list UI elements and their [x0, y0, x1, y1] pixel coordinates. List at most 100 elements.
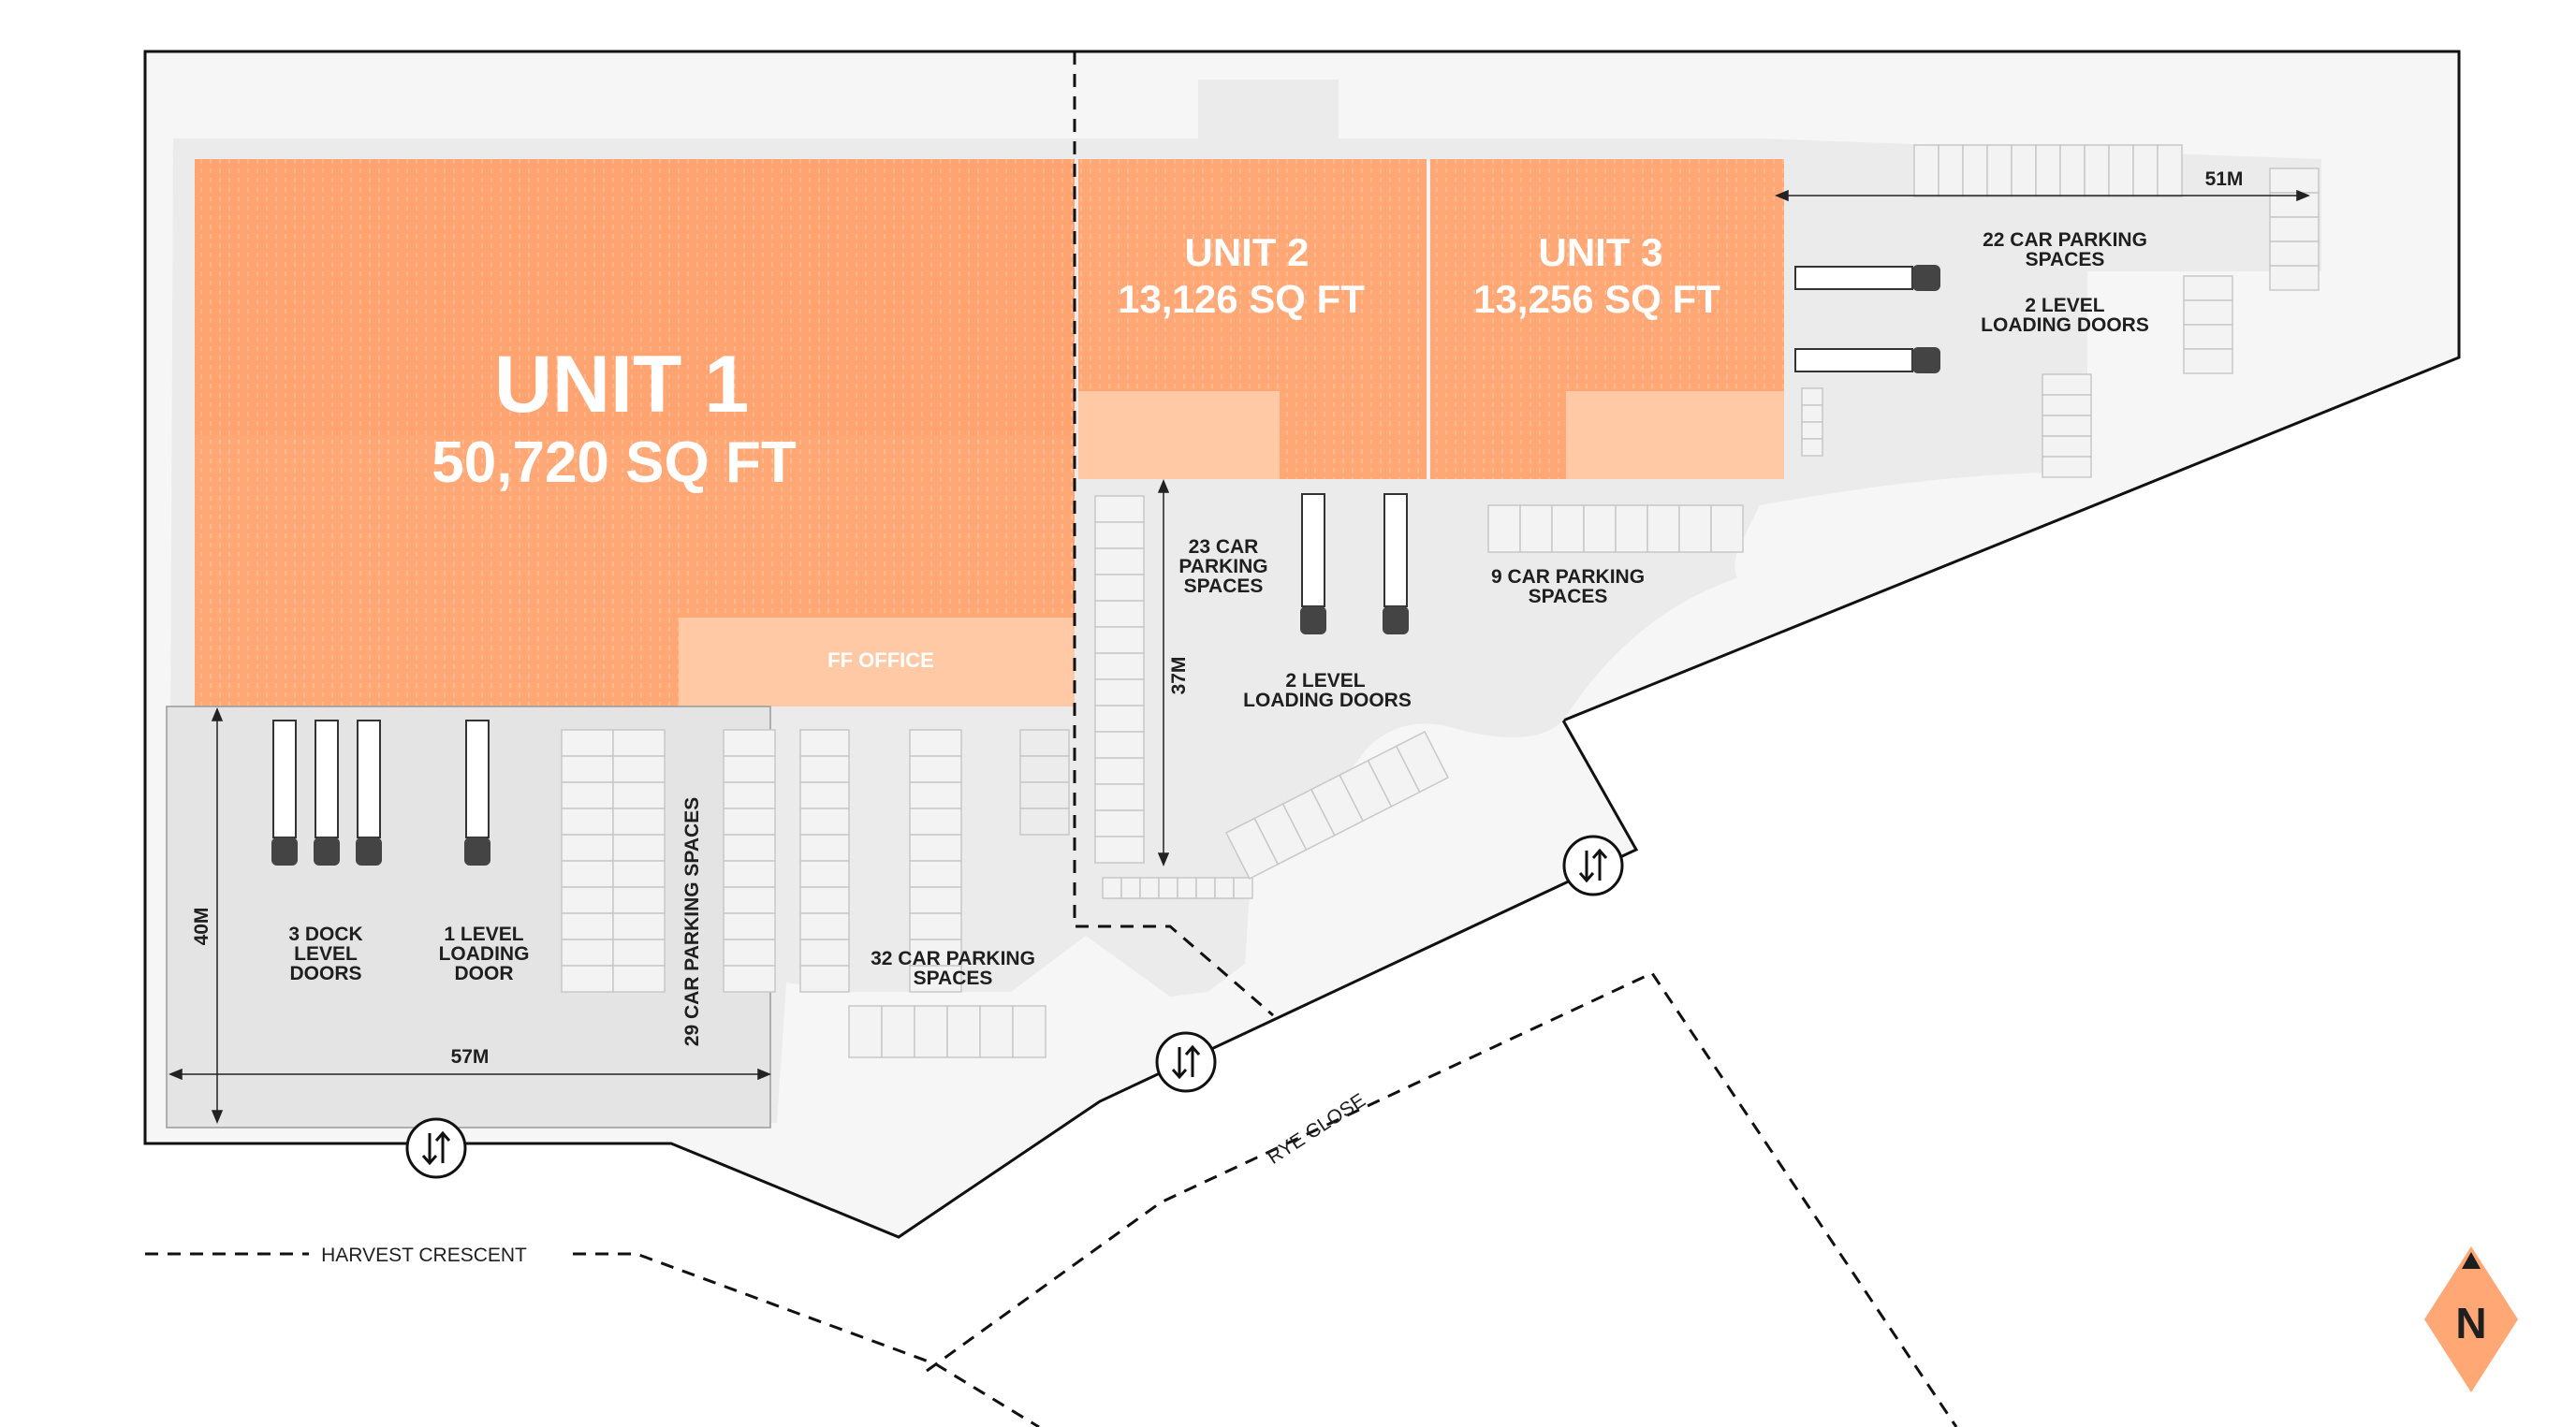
parking-bay [612, 834, 666, 862]
street-harvest-crescent: HARVEST CRESCENT [321, 1245, 527, 1266]
parking-bay [1801, 404, 1823, 423]
parking-bay [723, 965, 776, 993]
loading-east-label-2: LOADING DOORS [1981, 314, 2149, 336]
parking-bay [2042, 394, 2092, 416]
parking-bay [2042, 415, 2092, 437]
landscaping-corner [1734, 472, 2115, 599]
parking-bay [723, 939, 776, 967]
parking-bay [1801, 438, 1823, 457]
parking-bay [2269, 167, 2320, 194]
parking-bay [1019, 729, 1070, 757]
parking-29-label: 29 CAR PARKING SPACES [681, 797, 703, 1046]
parking-bay [1647, 504, 1680, 553]
lorry-cab [271, 837, 298, 866]
parking-bay [2183, 348, 2233, 374]
parking-bay [561, 729, 614, 757]
unit-1-title: UNIT 1 [494, 340, 749, 430]
parking-bay [1801, 387, 1823, 406]
parking-bay [2183, 275, 2233, 301]
office-label: FF OFFICE [827, 648, 934, 672]
parking-bay [909, 808, 962, 836]
parking-bay [561, 860, 614, 888]
parking-bay [799, 834, 850, 862]
unit-3-building [1430, 159, 1784, 479]
parking-bay [612, 729, 666, 757]
parking-bay [914, 1005, 948, 1058]
parking-bay [2269, 216, 2320, 242]
parking-bay [799, 939, 850, 967]
parking-bay [2042, 456, 2092, 478]
parking-bay [799, 729, 850, 757]
parking-bay [909, 912, 962, 940]
parking-bay [561, 939, 614, 967]
lorry-trailer [315, 720, 339, 838]
parking-bay [2269, 240, 2320, 267]
unit-1-area: 50,720 SQ FT [432, 430, 797, 495]
parking-bay [1019, 808, 1070, 836]
parking-bay [1094, 757, 1145, 785]
access-arrow-icon [405, 1117, 467, 1179]
parking-bay [561, 808, 614, 836]
parking-bay [612, 965, 666, 993]
parking-bay [799, 886, 850, 914]
parking-bay [946, 1005, 981, 1058]
parking-bay [2011, 144, 2037, 197]
lorry-trailer [357, 720, 381, 838]
parking-bay [1214, 877, 1235, 899]
parking-32-label-1: 32 CAR PARKING [871, 948, 1035, 969]
parking-bay [612, 886, 666, 914]
lorry-cab [1383, 606, 1409, 634]
parking-bay [612, 912, 666, 940]
parking-bay [2132, 144, 2159, 197]
road-lines [145, 971, 1958, 1427]
parking-bay [909, 781, 962, 809]
dock-doors-label-1: 3 DOCK [288, 924, 362, 945]
dimension-lines [168, 189, 2310, 1124]
parking-bay [1583, 504, 1617, 553]
parking-bay [1102, 877, 1122, 899]
lorry-trailer [272, 720, 297, 838]
parking-bay [612, 781, 666, 809]
parking-bay [561, 834, 614, 862]
lorry-cab [314, 837, 340, 866]
unit-1-building [195, 159, 1075, 706]
parking-bay [1551, 504, 1585, 553]
parking-bay [909, 886, 962, 914]
parking-bay [612, 808, 666, 836]
parking-bay [799, 781, 850, 809]
parking-bay [1678, 504, 1712, 553]
parking-bay [2183, 324, 2233, 350]
level-door-label-2: LOADING [439, 943, 530, 965]
parking-bay [612, 755, 666, 783]
parking-bay [1094, 574, 1145, 602]
parking-bay [723, 834, 776, 862]
lorry-trailer [1383, 493, 1408, 607]
lorries [271, 265, 1940, 866]
parking-23-label-2: PARKING [1178, 556, 1267, 577]
parking-bay [979, 1005, 1014, 1058]
street-rye-close: RYE CLOSE [1264, 1089, 1369, 1169]
parking-bay [1195, 877, 1216, 899]
parking-bay [1801, 421, 1823, 440]
dock-doors-label-3: DOORS [289, 963, 361, 984]
dim-37-label: 37M [1168, 657, 1190, 695]
parking-bay [1094, 809, 1145, 837]
angled-bays [1224, 730, 1450, 881]
lorry-trailer [1301, 493, 1325, 607]
parking-bay [1986, 144, 2012, 197]
lorry-trailer [1794, 266, 1913, 290]
parking-bay [1094, 678, 1145, 706]
parking-bay [1233, 877, 1253, 899]
parking-bay [909, 755, 962, 783]
parking-bay [1962, 144, 1988, 197]
parking-bay [1710, 504, 1744, 553]
lorry-cab [1912, 265, 1940, 291]
parking-bay [2157, 144, 2183, 197]
parking-bay [1938, 144, 1964, 197]
parking-bay [1094, 600, 1145, 628]
parking-bay [1094, 495, 1145, 523]
parking-bay [561, 886, 614, 914]
parking-bay [723, 912, 776, 940]
parking-bay [1913, 144, 1939, 197]
